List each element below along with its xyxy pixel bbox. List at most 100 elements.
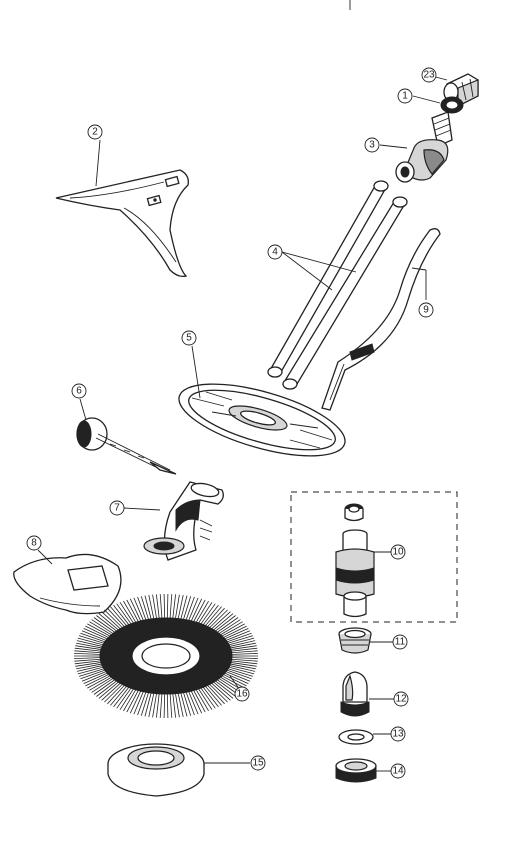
bristle [220, 674, 245, 689]
callout-9-label: 9 [423, 305, 429, 316]
callout-3-label: 3 [369, 140, 375, 151]
bristle [229, 658, 258, 662]
bristle [101, 682, 122, 701]
bristle [220, 623, 245, 638]
bristle [91, 619, 115, 635]
bristle [206, 684, 225, 705]
bristle [83, 628, 109, 640]
bristle [197, 687, 213, 710]
bristle [163, 593, 166, 620]
bristle [221, 625, 247, 639]
bristle [212, 613, 234, 632]
bristle [78, 667, 106, 677]
part-12-cap [340, 671, 370, 717]
bristle [214, 679, 236, 697]
bristle [129, 598, 142, 623]
bristle [107, 607, 126, 628]
bristle [119, 687, 135, 710]
callout-10-label: 10 [392, 547, 404, 558]
bristle [76, 664, 105, 672]
bristle [140, 691, 150, 716]
bristle [96, 615, 118, 633]
part-15-base-ring [107, 743, 205, 797]
bristle [199, 686, 216, 709]
bristle [166, 593, 169, 620]
bristle [174, 594, 180, 620]
bristle [74, 650, 103, 654]
bristle [137, 596, 147, 621]
bristle [185, 596, 195, 621]
bristle [202, 686, 219, 708]
callout-8: 8 [26, 535, 42, 551]
bristle [80, 632, 107, 643]
bristle [166, 692, 169, 719]
bristle [126, 689, 140, 713]
bristle [163, 692, 166, 719]
bristle [81, 630, 108, 642]
bristle [83, 672, 109, 684]
part-8-foot-pad [13, 553, 122, 615]
bristle [148, 692, 155, 717]
bristle [227, 637, 255, 646]
bristle [89, 676, 113, 691]
part-11-thread-collar [338, 627, 372, 654]
callout-2-label: 2 [92, 127, 98, 138]
bristle [229, 661, 257, 667]
callout-4: 4 [267, 244, 283, 260]
bristle [144, 595, 152, 621]
bristle [182, 596, 192, 621]
bristle [225, 669, 252, 680]
bristle [206, 607, 225, 628]
bristle [93, 678, 117, 695]
callout-14-label: 14 [392, 766, 404, 777]
callout-14: 14 [390, 763, 406, 779]
bristle [169, 692, 173, 718]
bristle [204, 685, 222, 706]
bristle [137, 691, 147, 716]
callout-7: 7 [109, 500, 125, 516]
bristle [159, 692, 163, 718]
part-10-group-box [290, 491, 458, 623]
bristle [182, 691, 192, 716]
callout-1-label: 1 [402, 91, 408, 102]
bristle [195, 600, 209, 624]
bristle [192, 599, 206, 623]
callout-1: 1 [397, 88, 413, 104]
bristle [197, 602, 213, 625]
bristle [210, 611, 231, 630]
bristle [96, 679, 118, 697]
bristle [208, 609, 228, 629]
bristle [119, 602, 135, 625]
part-3-swivel-elbow [395, 111, 453, 183]
callout-8-label: 8 [31, 538, 37, 549]
callout-16: 16 [234, 686, 250, 702]
bristle [77, 666, 105, 675]
bristle [226, 667, 254, 677]
bristle [214, 615, 236, 633]
bristle [123, 688, 137, 712]
part-1-o-ring [440, 96, 464, 114]
bristle [215, 678, 239, 695]
callout-13-label: 13 [392, 729, 404, 740]
bristle [229, 657, 258, 659]
part-10-valve-assembly [335, 503, 375, 618]
part-9-flexible-strip [321, 228, 441, 411]
bristle [85, 673, 111, 687]
callout-5: 5 [181, 330, 197, 346]
bristle [229, 650, 258, 654]
bristle [226, 635, 254, 645]
bristle [172, 692, 176, 718]
bristle [190, 689, 203, 714]
bristle [129, 689, 142, 714]
callout-11: 11 [392, 634, 408, 650]
bristle [93, 617, 117, 634]
callout-13: 13 [390, 726, 406, 742]
bristle [174, 692, 180, 718]
part-5-disc-plate [178, 383, 346, 457]
part-6-float-assembly [76, 417, 177, 475]
bristle [156, 594, 160, 620]
bristle [229, 647, 258, 652]
bristle [159, 594, 163, 620]
callout-5-label: 5 [186, 333, 192, 344]
bristle [98, 613, 120, 632]
